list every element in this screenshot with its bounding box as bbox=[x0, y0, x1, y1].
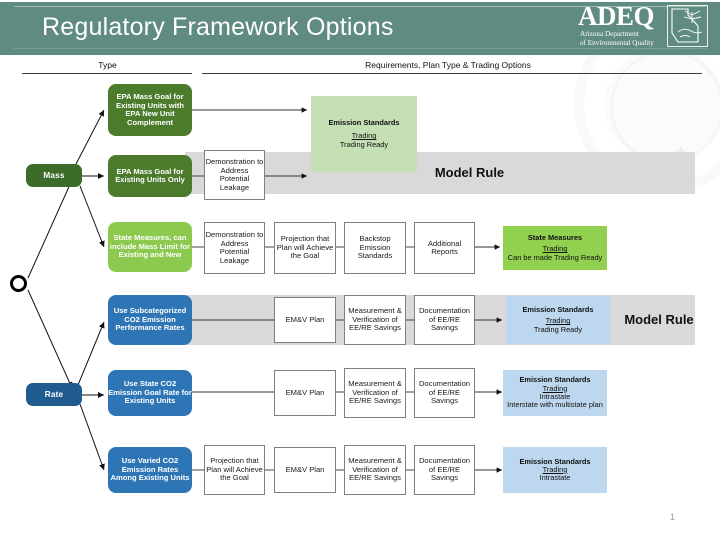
adeq-logo-wordmark: ADEQ bbox=[578, 1, 655, 31]
column-header-requirements: Requirements, Plan Type & Trading Option… bbox=[365, 60, 531, 70]
step-node-row3-0[interactable]: Demonstration to Address Potential Leaka… bbox=[204, 222, 265, 274]
column-header-type: Type bbox=[98, 60, 117, 70]
step-label: Measurement & Verification of EE/RE Savi… bbox=[348, 306, 402, 333]
outcome-title: Emission Standards bbox=[519, 375, 591, 385]
outcome-line-1: Trading Ready bbox=[533, 324, 583, 334]
option-label: Use State CO2 Emission Goal Rate for Exi… bbox=[108, 379, 192, 406]
outcome-line-0: Trading bbox=[542, 383, 568, 393]
outcome-title: Emission Standards bbox=[522, 305, 594, 315]
column-rule-type bbox=[22, 73, 192, 74]
step-node-row6-3[interactable]: Documentation of EE/RE Savings bbox=[414, 445, 475, 495]
outcome-line-2: Interstate with multistate plan bbox=[507, 400, 603, 410]
step-label: Documentation of EE/RE Savings bbox=[418, 456, 471, 483]
step-label: Measurement & Verification of EE/RE Savi… bbox=[348, 456, 402, 483]
step-node-row4-1[interactable]: Measurement & Verification of EE/RE Savi… bbox=[344, 295, 406, 345]
type-node-rate-label: Rate bbox=[44, 389, 64, 399]
outcome-node-row-state-measures[interactable]: State Measures Trading Can be made Tradi… bbox=[503, 226, 607, 270]
step-node-row6-1[interactable]: EM&V Plan bbox=[274, 447, 336, 493]
step-node-row5-2[interactable]: Documentation of EE/RE Savings bbox=[414, 368, 475, 418]
step-node-row5-1[interactable]: Measurement & Verification of EE/RE Savi… bbox=[344, 368, 406, 418]
adeq-logo-tagline: Arizona Department of Environmental Qual… bbox=[580, 30, 654, 47]
step-label: EM&V Plan bbox=[285, 464, 325, 474]
step-label: Backstop Emission Standards bbox=[357, 234, 393, 261]
step-label: Projection that Plan will Achieve the Go… bbox=[276, 234, 334, 261]
option-node-row-epa-mass-goal-existing-only[interactable]: EPA Mass Goal for Existing Units Only bbox=[108, 155, 192, 197]
option-node-row-state-measures[interactable]: State Measures, can include Mass Limit f… bbox=[108, 222, 192, 272]
option-label: EPA Mass Goal for Existing Units Only bbox=[115, 166, 185, 184]
outcome-title: Emission Standards bbox=[328, 118, 400, 128]
outcome-node-row-subcategorized-co2-rates[interactable]: Emission Standards Trading Trading Ready bbox=[506, 296, 610, 344]
outcome-line-0: Trading bbox=[351, 131, 377, 141]
step-label: Demonstration to Address Potential Leaka… bbox=[205, 230, 264, 265]
outcome-line-0: Trading bbox=[542, 464, 568, 474]
option-label: Use Subcategorized CO2 Emission Performa… bbox=[113, 306, 187, 333]
option-node-row-state-co2-goal-rate[interactable]: Use State CO2 Emission Goal Rate for Exi… bbox=[108, 370, 192, 416]
step-node-row3-2[interactable]: Backstop Emission Standards bbox=[344, 222, 406, 274]
outcome-node-row-varied-co2-rates[interactable]: Emission Standards Trading Intrastate bbox=[503, 447, 607, 493]
outcome-line-1: Can be made Trading Ready bbox=[507, 252, 603, 262]
step-node-row4-0[interactable]: EM&V Plan bbox=[274, 297, 336, 343]
column-rule-requirements bbox=[202, 73, 702, 74]
step-node-row6-2[interactable]: Measurement & Verification of EE/RE Savi… bbox=[344, 445, 406, 495]
adeq-logo: ADEQ Arizona Department of Environmental… bbox=[578, 1, 708, 51]
outcome-line-1: Intrastate bbox=[539, 473, 571, 483]
step-node-row4-2[interactable]: Documentation of EE/RE Savings bbox=[414, 295, 475, 345]
step-label: Demonstration to Address Potential Leaka… bbox=[205, 157, 264, 192]
step-label: Measurement & Verification of EE/RE Savi… bbox=[348, 379, 402, 406]
type-node-mass-label: Mass bbox=[43, 170, 65, 180]
step-node-row6-0[interactable]: Projection that Plan will Achieve the Go… bbox=[204, 445, 265, 495]
outcome-title: State Measures bbox=[527, 233, 583, 243]
step-node-row3-1[interactable]: Projection that Plan will Achieve the Go… bbox=[274, 222, 336, 274]
type-node-mass[interactable]: Mass bbox=[26, 164, 82, 187]
step-label: Documentation of EE/RE Savings bbox=[418, 306, 471, 333]
option-label: State Measures, can include Mass Limit f… bbox=[109, 233, 191, 260]
step-label: Projection that Plan will Achieve the Go… bbox=[206, 456, 263, 483]
option-node-row-varied-co2-rates[interactable]: Use Varied CO2 Emission Rates Among Exis… bbox=[108, 447, 192, 493]
type-node-rate[interactable]: Rate bbox=[26, 383, 82, 406]
option-node-row-epa-mass-goal-new-unit[interactable]: EPA Mass Goal for Existing Units with EP… bbox=[108, 84, 192, 136]
option-label: EPA Mass Goal for Existing Units with EP… bbox=[116, 92, 184, 127]
header-inner-rule bbox=[14, 6, 706, 49]
plan-type-label: Model Rule bbox=[434, 164, 505, 180]
step-label: EM&V Plan bbox=[285, 314, 325, 324]
outcome-node-row-epa-mass-goal-new-unit[interactable]: Emission Standards Trading Trading Ready bbox=[311, 96, 417, 172]
step-node-row2-0[interactable]: Demonstration to Address Potential Leaka… bbox=[204, 150, 265, 200]
outcome-node-row-state-co2-goal-rate[interactable]: Emission Standards Trading Intrastate In… bbox=[503, 370, 607, 416]
outcome-line-0: Trading bbox=[545, 316, 571, 326]
step-label: Documentation of EE/RE Savings bbox=[418, 379, 471, 406]
arizona-state-outline-icon bbox=[667, 5, 708, 47]
plan-type-label: Model Rule bbox=[624, 311, 694, 327]
outcome-line-0: Trading bbox=[542, 244, 568, 254]
step-node-row3-3[interactable]: Additional Reports bbox=[414, 222, 475, 274]
slide-header-band: Regulatory Framework Options ADEQ Arizon… bbox=[0, 0, 720, 55]
option-label: Use Varied CO2 Emission Rates Among Exis… bbox=[110, 456, 190, 483]
outcome-line-1: Trading Ready bbox=[339, 139, 389, 149]
option-node-row-subcategorized-co2-rates[interactable]: Use Subcategorized CO2 Emission Performa… bbox=[108, 295, 192, 345]
start-node-icon bbox=[10, 275, 27, 292]
page-title: Regulatory Framework Options bbox=[42, 13, 394, 41]
step-label: EM&V Plan bbox=[285, 387, 325, 397]
row-band-mass-right bbox=[507, 152, 695, 194]
outcome-line-1: Intrastate bbox=[539, 392, 571, 401]
outcome-title: Emission Standards bbox=[519, 456, 591, 466]
step-node-row5-0[interactable]: EM&V Plan bbox=[274, 370, 336, 416]
plan-type-model-rule-rate: Model Rule bbox=[624, 299, 694, 341]
page-number: 1 bbox=[669, 512, 675, 522]
plan-type-model-rule-mass: Model Rule bbox=[432, 152, 507, 194]
step-label: Additional Reports bbox=[427, 238, 462, 256]
